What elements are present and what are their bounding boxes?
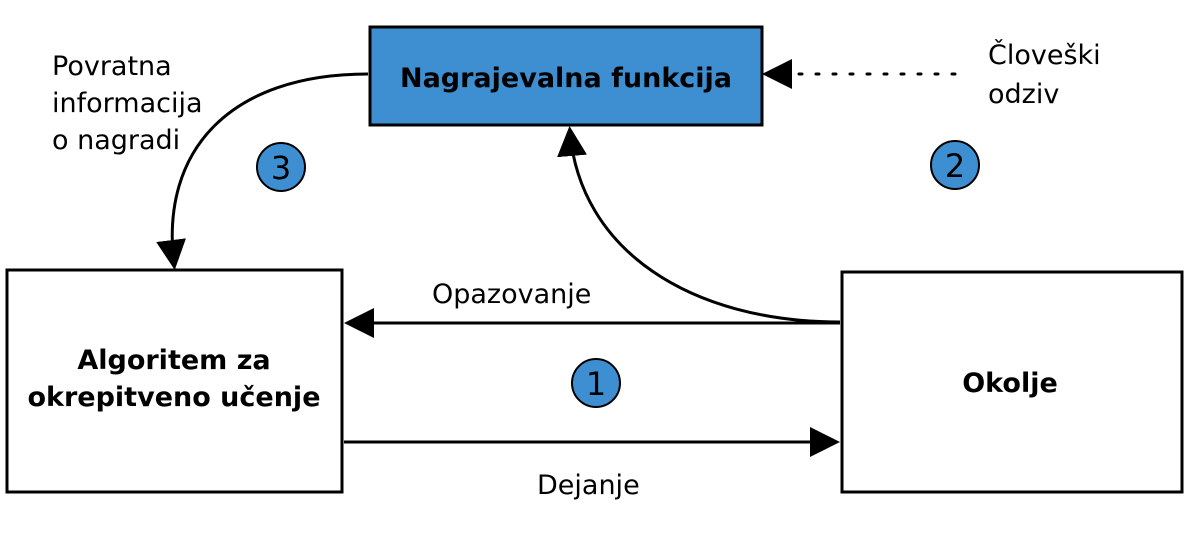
environment-label: Okolje — [962, 368, 1058, 399]
environment-to-reward-arrow — [557, 126, 841, 324]
rl-algorithm-label-line1: Algoritem za — [77, 345, 270, 376]
reward-feedback-label-line1: Povratna — [52, 51, 172, 82]
badge-one-label: 1 — [586, 365, 606, 403]
human-feedback-label-line2: odziv — [988, 79, 1059, 110]
rl-algorithm-box — [5, 268, 344, 494]
reward-function-box — [368, 25, 764, 127]
reward-feedback-label-line3: o nagradi — [52, 125, 180, 156]
badge-three: 3 — [256, 142, 306, 192]
environment-box — [840, 270, 1184, 494]
badge-two: 2 — [930, 140, 980, 190]
human-feedback-label-line1: Človeški — [988, 39, 1101, 71]
reward-function-label: Nagrajevalna funkcija — [400, 63, 732, 94]
badge-two-label: 2 — [945, 147, 965, 185]
badge-one: 1 — [571, 358, 621, 408]
reward-feedback-label-line2: informacija — [52, 88, 203, 119]
rl-algorithm-label-line2: okrepitveno učenje — [27, 382, 320, 413]
action-label: Dejanje — [537, 470, 640, 501]
reward-feedback-arrow — [156, 72, 369, 270]
observation-label: Opazovanje — [432, 279, 591, 310]
badge-three-label: 3 — [271, 149, 291, 187]
